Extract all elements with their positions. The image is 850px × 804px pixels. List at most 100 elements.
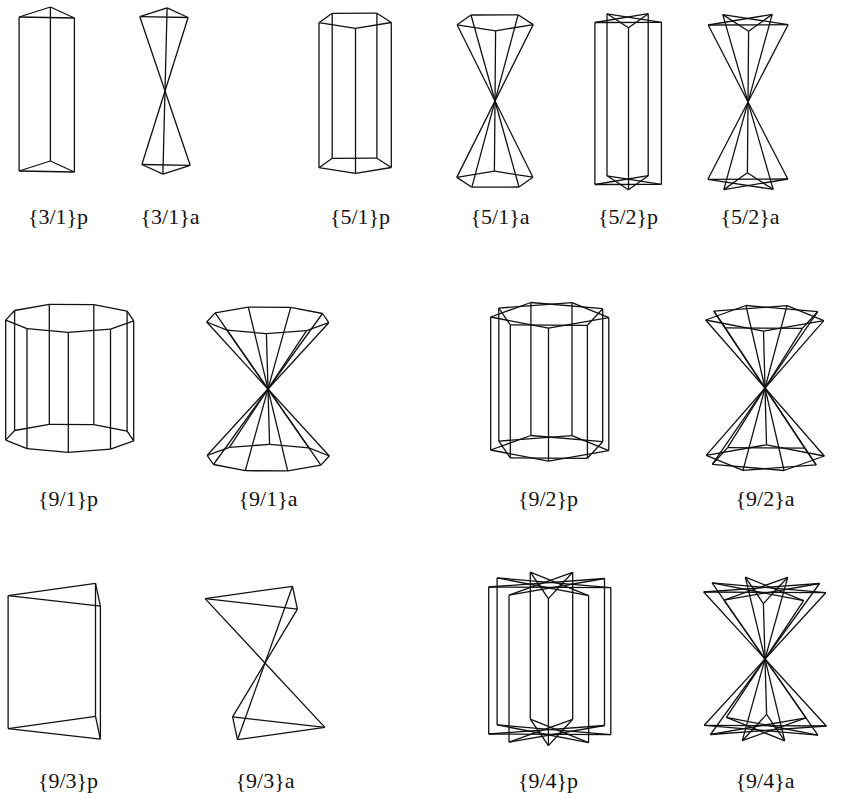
- edge-line: [595, 14, 648, 23]
- edge-line: [548, 328, 549, 461]
- edge-line: [629, 14, 649, 28]
- edge-line: [50, 7, 74, 18]
- edge-line: [706, 445, 766, 456]
- edge-line: [238, 727, 325, 739]
- edge-line: [8, 583, 95, 595]
- edge-line: [140, 8, 167, 17]
- edge-line: [111, 321, 134, 329]
- edge-line: [746, 306, 818, 312]
- figure-label: {3/1}p: [28, 206, 88, 228]
- edge-line: [712, 464, 784, 470]
- edge-line: [307, 323, 329, 331]
- edge-line: [742, 714, 766, 740]
- edge-line: [233, 717, 238, 740]
- edge-line: [14, 311, 15, 431]
- edge-line: [227, 330, 266, 333]
- prism-figure: [319, 13, 391, 173]
- antiprism-figure: [205, 586, 325, 739]
- edge-line: [602, 309, 603, 442]
- figure-label: {3/1}a: [141, 206, 200, 228]
- edge-line: [607, 14, 661, 22]
- edge-line: [767, 445, 825, 456]
- figure-label: {5/2}p: [598, 206, 658, 228]
- edge-line: [207, 447, 229, 455]
- edge-line: [377, 13, 391, 22]
- edge-line: [68, 332, 69, 452]
- edge-line: [610, 588, 611, 735]
- edge-line: [26, 329, 27, 449]
- edge-line: [376, 13, 377, 158]
- edge-line: [205, 586, 292, 598]
- edge-line: [49, 304, 50, 424]
- edge-line: [661, 22, 662, 184]
- edge-line: [628, 28, 629, 190]
- edge-line: [68, 329, 110, 332]
- edge-line: [706, 455, 743, 470]
- edge-line: [712, 583, 826, 593]
- edge-line: [270, 444, 309, 447]
- edge-line: [323, 314, 329, 323]
- figure-label: {9/4}p: [518, 770, 578, 792]
- edge-line: [490, 317, 491, 450]
- edge-line: [356, 168, 392, 174]
- edge-line: [15, 304, 50, 310]
- edge-line: [549, 451, 609, 462]
- edge-line: [724, 584, 820, 601]
- edge-line: [572, 436, 609, 451]
- edge-line: [6, 320, 27, 329]
- figure-label: {9/1}a: [239, 488, 298, 510]
- edge-line: [509, 726, 605, 743]
- figure-label: {5/1}p: [330, 206, 390, 228]
- edge-line: [588, 596, 589, 743]
- edge-line: [27, 329, 68, 333]
- edge-line: [356, 23, 392, 29]
- edge-line: [321, 456, 329, 465]
- antiprism-figure: [140, 8, 190, 174]
- edge-line: [111, 441, 134, 449]
- edge-line: [215, 307, 248, 313]
- edge-line: [595, 176, 648, 185]
- edge-line: [708, 179, 773, 189]
- edge-line: [8, 596, 100, 607]
- edge-line: [530, 572, 531, 719]
- edge-line: [49, 424, 94, 426]
- edge-line: [457, 177, 472, 187]
- edge-line: [595, 184, 662, 185]
- edge-line: [587, 325, 588, 458]
- edge-line: [607, 176, 661, 185]
- edge-line: [587, 309, 602, 326]
- edge-line: [763, 577, 787, 603]
- prism-figure: [8, 583, 100, 739]
- edge-line: [708, 24, 788, 26]
- edge-line: [519, 177, 533, 187]
- edge-line: [787, 306, 824, 321]
- prism-figure: [595, 14, 662, 190]
- edge-line: [530, 719, 588, 743]
- edge-line: [530, 303, 531, 436]
- edge-line: [497, 578, 611, 588]
- edge-line: [472, 15, 518, 187]
- edge-line: [233, 717, 325, 728]
- edge-line: [724, 14, 772, 189]
- figure-label: {9/2}a: [736, 488, 795, 510]
- figure-label: {9/1}p: [38, 488, 98, 510]
- edge-line: [764, 321, 824, 332]
- figure-label: {9/4}a: [736, 770, 795, 792]
- edge-line: [724, 179, 788, 190]
- edge-line: [530, 572, 588, 596]
- edge-line: [745, 577, 803, 601]
- edge-line: [110, 329, 111, 449]
- edge-line: [497, 725, 611, 735]
- edge-line: [548, 599, 549, 746]
- edge-line: [572, 303, 609, 318]
- edge-line: [726, 717, 784, 741]
- prism-figure: [19, 7, 74, 172]
- edge-line: [248, 306, 290, 307]
- edge-line: [723, 15, 773, 190]
- edge-line: [571, 303, 572, 436]
- edge-line: [245, 470, 287, 471]
- edge-line: [629, 176, 649, 190]
- edge-line: [214, 465, 246, 471]
- edge-line: [457, 171, 495, 177]
- edge-line: [6, 431, 15, 441]
